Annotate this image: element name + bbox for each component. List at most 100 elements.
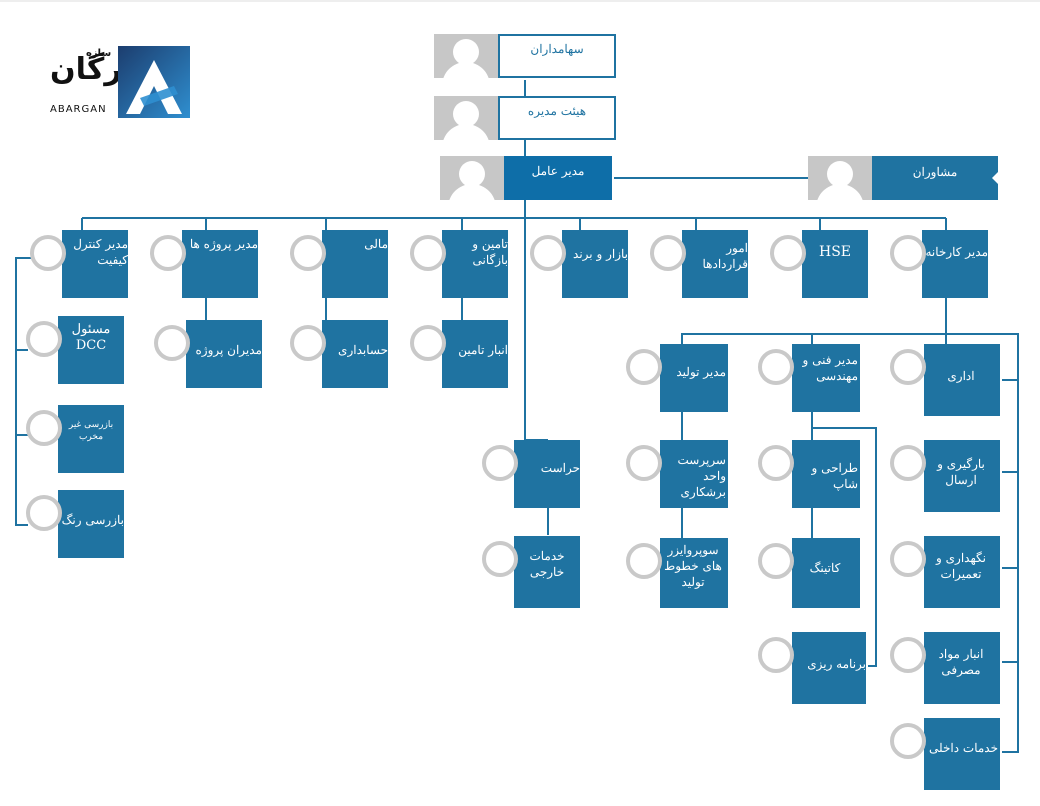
person-avatar-icon — [890, 637, 926, 673]
person-avatar-icon — [150, 235, 186, 271]
maintenance-label: نگهداری و تعمیرات — [936, 551, 986, 581]
dcc-label: مسئول DCC — [71, 322, 111, 353]
consumables-warehouse-label: انبار مواد مصرفی — [938, 647, 984, 677]
person-avatar-icon — [770, 235, 806, 271]
qc-manager-label: مدیر کنترل کیفیت — [73, 237, 128, 267]
qc-manager-node[interactable]: مدیر کنترل کیفیت — [30, 230, 130, 298]
company-logo: سازه ابرگان ABARGAN — [44, 46, 190, 120]
supply-label: تامین و بازگانی — [472, 237, 508, 267]
supply-warehouse-node[interactable]: انبار تامین — [410, 320, 510, 388]
finance-label: مالی — [364, 237, 388, 251]
market-brand-label: بازار و برند — [573, 247, 628, 261]
ceo-node[interactable]: مدیر عامل — [440, 156, 612, 200]
projects-manager-node[interactable]: مدیر پروژه ها — [150, 230, 260, 298]
board-node[interactable]: هیئت مدیره — [434, 96, 616, 140]
internal-services-node[interactable]: خدمات داخلی — [890, 718, 1002, 790]
person-avatar-icon — [154, 325, 190, 361]
person-photo-icon — [434, 34, 498, 78]
cutting-label: کاتینگ — [809, 561, 841, 575]
market-brand-node[interactable]: بازار و برند — [530, 230, 630, 298]
dcc-node[interactable]: مسئول DCC — [26, 316, 126, 384]
person-avatar-icon — [890, 445, 926, 481]
person-avatar-icon — [410, 325, 446, 361]
person-avatar-icon — [30, 235, 66, 271]
security-label: حراست — [540, 461, 580, 475]
supply-warehouse-label: انبار تامین — [458, 343, 508, 357]
person-photo-icon — [808, 156, 872, 200]
cutting-supervisor-node[interactable]: سرپرست واحد برشکاری — [626, 440, 730, 508]
consumables-warehouse-node[interactable]: انبار مواد مصرفی — [890, 632, 1002, 704]
person-avatar-icon — [890, 541, 926, 577]
design-shop-node[interactable]: طراحی و شاپ — [758, 440, 862, 508]
administration-node[interactable]: اداری — [890, 344, 1002, 416]
internal-services-label: خدمات داخلی — [929, 741, 998, 755]
person-avatar-icon — [758, 543, 794, 579]
external-services-node[interactable]: خدمات خارجی — [482, 536, 582, 608]
person-avatar-icon — [650, 235, 686, 271]
project-managers-label: مدیران پروژه — [195, 343, 263, 357]
person-avatar-icon — [758, 445, 794, 481]
person-avatar-icon — [26, 495, 62, 531]
person-avatar-icon — [290, 325, 326, 361]
person-avatar-icon — [890, 723, 926, 759]
planning-label: برنامه ریزی — [807, 657, 866, 671]
ndt-label: بازرسی غیر مخرب — [68, 420, 114, 442]
supply-node[interactable]: تامین و بازگانی — [410, 230, 510, 298]
person-avatar-icon — [626, 445, 662, 481]
person-avatar-icon — [410, 235, 446, 271]
person-avatar-icon — [758, 637, 794, 673]
person-avatar-icon — [626, 543, 662, 579]
production-line-supervisors-node[interactable]: سوپروایزر های خطوط تولید — [626, 538, 730, 608]
accounting-label: حسابداری — [338, 343, 388, 357]
contracts-label: امور قراردادها — [702, 241, 749, 271]
technical-manager-node[interactable]: مدیر فنی و مهندسی — [758, 344, 862, 412]
logo-mark-icon — [118, 46, 190, 118]
loading-shipping-node[interactable]: بارگیری و ارسال — [890, 440, 1002, 512]
person-avatar-icon — [482, 541, 518, 577]
shareholders-node[interactable]: سهامداران — [434, 34, 616, 78]
projects-manager-label: مدیر پروژه ها — [189, 237, 258, 251]
production-manager-node[interactable]: مدیر تولید — [626, 344, 730, 412]
production-line-supervisors-label: سوپروایزر های خطوط تولید — [664, 543, 722, 589]
paint-inspection-label: بازرسی رنگ — [61, 513, 124, 527]
contracts-node[interactable]: امور قراردادها — [650, 230, 750, 298]
design-shop-label: طراحی و شاپ — [811, 461, 858, 491]
hse-label: HSE — [818, 244, 852, 260]
logo-subtitle-fa: سازه — [86, 48, 112, 59]
planning-node[interactable]: برنامه ریزی — [758, 632, 868, 704]
person-avatar-icon — [758, 349, 794, 385]
person-avatar-icon — [890, 235, 926, 271]
person-avatar-icon — [626, 349, 662, 385]
paint-inspection-node[interactable]: بازرسی رنگ — [26, 490, 126, 560]
shareholders-label: سهامداران — [530, 42, 584, 56]
person-avatar-icon — [290, 235, 326, 271]
cutting-supervisor-label: سرپرست واحد برشکاری — [677, 453, 726, 499]
person-photo-icon — [440, 156, 504, 200]
technical-manager-label: مدیر فنی و مهندسی — [802, 353, 858, 383]
person-photo-icon — [434, 96, 498, 140]
production-manager-label: مدیر تولید — [676, 365, 726, 379]
person-avatar-icon — [26, 410, 62, 446]
security-node[interactable]: حراست — [482, 440, 582, 508]
logo-name-en: ABARGAN — [50, 104, 107, 115]
external-services-label: خدمات خارجی — [529, 549, 565, 579]
person-avatar-icon — [890, 349, 926, 385]
accounting-node[interactable]: حسابداری — [290, 320, 390, 388]
factory-manager-label: مدیر کارخانه — [925, 245, 988, 259]
top-border — [0, 0, 1040, 2]
factory-manager-node[interactable]: مدیر کارخانه — [890, 230, 990, 298]
finance-node[interactable]: مالی — [290, 230, 390, 298]
cutting-node[interactable]: کاتینگ — [758, 538, 862, 608]
administration-label: اداری — [947, 369, 975, 383]
hse-node[interactable]: HSE — [770, 230, 870, 298]
project-managers-node[interactable]: مدیران پروژه — [154, 320, 264, 388]
ndt-node[interactable]: بازرسی غیر مخرب — [26, 405, 126, 473]
board-label: هیئت مدیره — [527, 104, 587, 118]
advisors-label: مشاوران — [912, 165, 958, 179]
advisors-node[interactable]: مشاوران — [808, 156, 999, 200]
person-avatar-icon — [26, 321, 62, 357]
person-avatar-icon — [482, 445, 518, 481]
person-avatar-icon — [530, 235, 566, 271]
maintenance-node[interactable]: نگهداری و تعمیرات — [890, 536, 1002, 608]
loading-shipping-label: بارگیری و ارسال — [937, 457, 985, 487]
